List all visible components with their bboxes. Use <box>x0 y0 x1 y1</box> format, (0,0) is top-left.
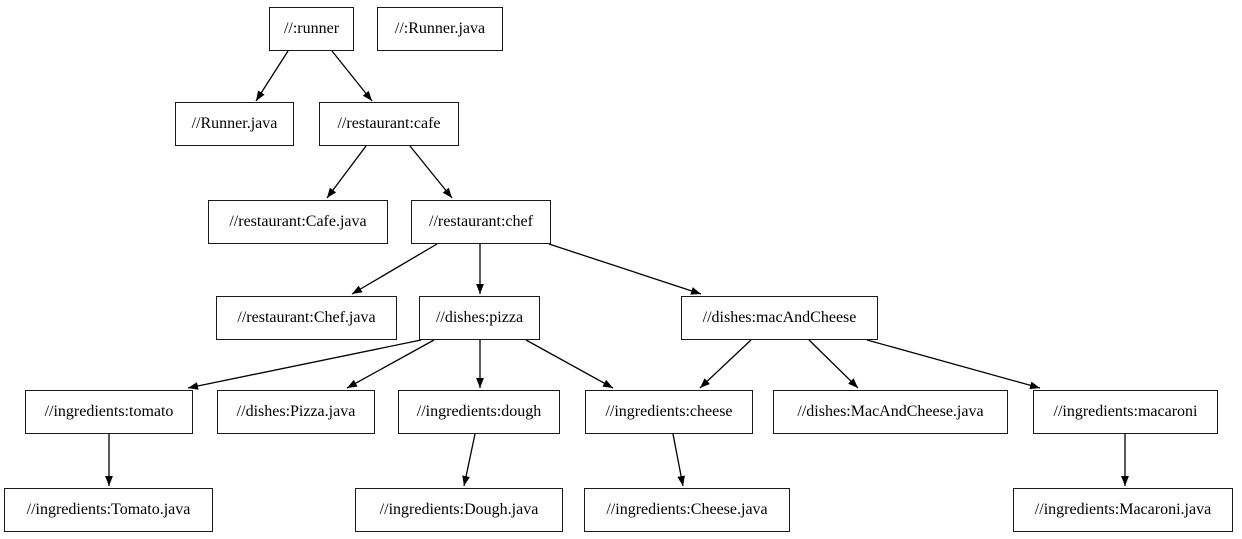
node-dough: //ingredients:dough <box>398 390 560 434</box>
node-macaroni: //ingredients:macaroni <box>1033 390 1218 434</box>
node-dough-java: //ingredients:Dough.java <box>355 488 563 532</box>
node-tomato: //ingredients:tomato <box>25 390 193 434</box>
edge-mac-and-cheese-to-mac-and-cheese-java <box>808 339 859 389</box>
node-runner: //:runner <box>269 7 354 51</box>
edge-runner-to-cafe <box>331 50 373 102</box>
edge-chef-to-chef-java <box>351 243 438 295</box>
node-cheese-java: //ingredients:Cheese.java <box>584 488 790 532</box>
node-pizza: //dishes:pizza <box>419 296 540 340</box>
edge-runner-to-runner-java <box>255 50 289 102</box>
edge-cafe-to-cafe-java <box>326 145 367 199</box>
edge-chef-to-mac-and-cheese <box>548 243 702 295</box>
node-cafe: //restaurant:cafe <box>319 102 459 146</box>
node-runner-java: //Runner.java <box>175 102 294 146</box>
node-pizza-java: //dishes:Pizza.java <box>217 390 375 434</box>
edge-pizza-to-tomato <box>187 339 422 390</box>
edge-pizza-to-cheese <box>525 339 614 389</box>
node-cheese: //ingredients:cheese <box>585 390 753 434</box>
node-chef: //restaurant:chef <box>411 200 551 244</box>
edge-dough-to-dough-java <box>462 433 476 487</box>
node-macaroni-java: //ingredients:Macaroni.java <box>1013 488 1233 532</box>
edge-mac-and-cheese-to-cheese <box>699 339 752 389</box>
node-mac-and-cheese-java: //dishes:MacAndCheese.java <box>773 390 1008 434</box>
edge-cheese-to-cheese-java <box>672 433 685 487</box>
edge-pizza-to-pizza-java <box>346 339 435 389</box>
node-runner-java-target: //:Runner.java <box>377 7 503 51</box>
edge-cafe-to-chef <box>409 145 453 199</box>
node-cafe-java: //restaurant:Cafe.java <box>208 200 388 244</box>
node-tomato-java: //ingredients:Tomato.java <box>4 488 213 532</box>
node-mac-and-cheese: //dishes:macAndCheese <box>681 296 878 340</box>
edge-mac-and-cheese-to-macaroni <box>866 339 1041 390</box>
node-chef-java: //restaurant:Chef.java <box>216 296 397 340</box>
